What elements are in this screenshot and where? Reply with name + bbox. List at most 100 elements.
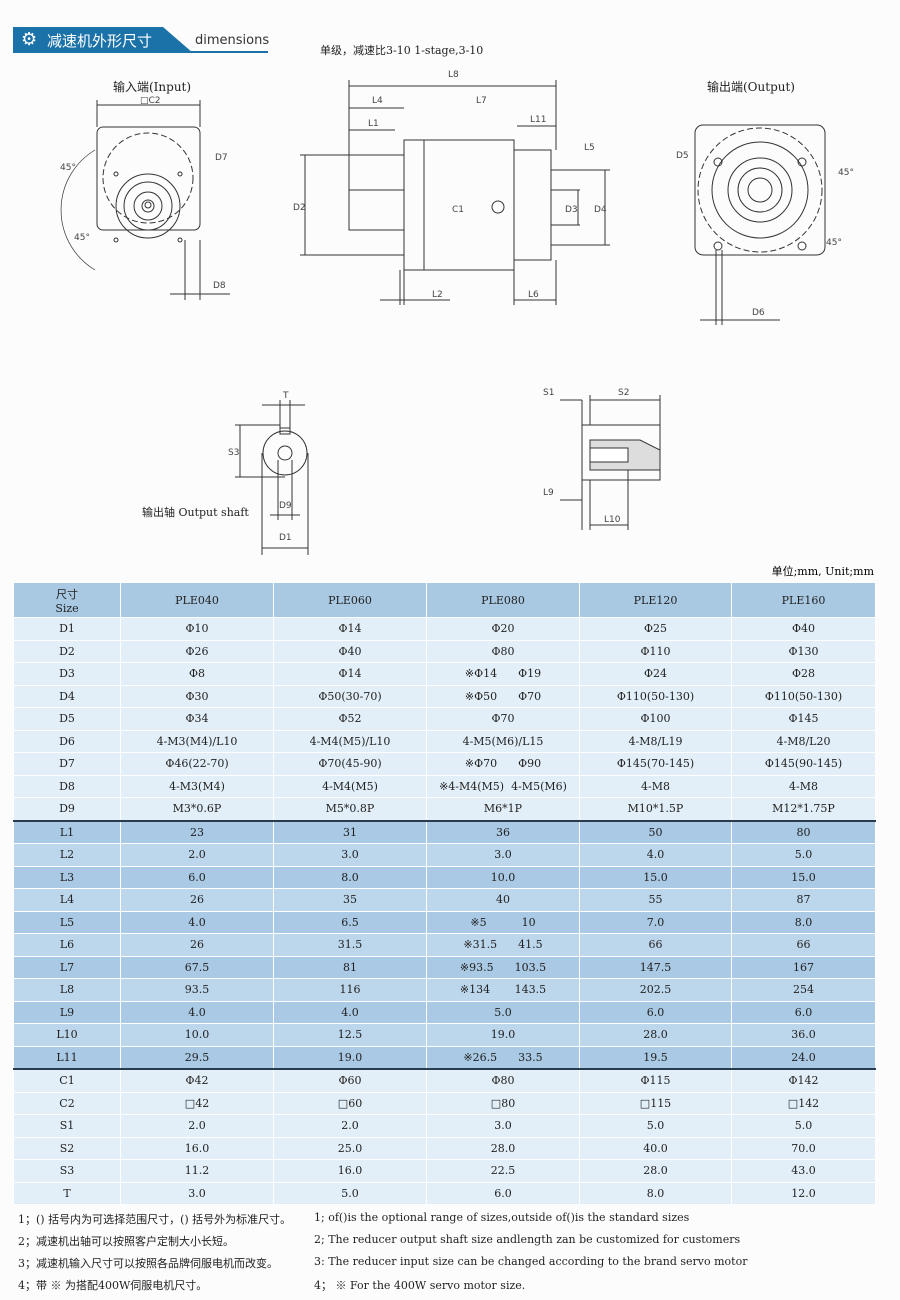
table-cell: Φ40 (731, 617, 876, 641)
table-cell: Φ110 (579, 639, 732, 663)
table-cell: Φ10 (120, 617, 274, 641)
table-cell: 55 (579, 888, 732, 912)
gear-icon: ⚙ (21, 29, 38, 50)
table-cell: Φ14 (273, 617, 427, 641)
table-cell: M12*1.75P (731, 797, 876, 821)
row-label: L7 (13, 955, 121, 979)
table-cell: Φ40 (273, 639, 427, 663)
table-cell: 66 (731, 933, 876, 957)
note-item: 2；减速机出轴可以按照客户定制大小长短。2; The reducer outpu… (18, 1233, 741, 1248)
table-cell: M10*1.5P (579, 797, 732, 821)
row-label: D6 (13, 729, 121, 753)
svg-text:L5: L5 (584, 143, 595, 153)
table-cell: 2.0 (273, 1114, 427, 1138)
table-cell: 5.0 (426, 1000, 580, 1024)
svg-text:D3: D3 (565, 205, 578, 215)
table-cell: 4-M3(M4)/L10 (120, 729, 274, 753)
model-header: PLE160 (731, 582, 876, 618)
table-cell: 3.0 (426, 843, 580, 867)
table-cell: 6.0 (426, 1181, 580, 1205)
table-cell: 5.0 (579, 1114, 732, 1138)
row-label: D7 (13, 752, 121, 776)
output-view-drawing: D5 D6 45° 45° (676, 124, 854, 325)
row-label: T (13, 1181, 121, 1205)
table-cell: M3*0.6P (120, 797, 274, 821)
svg-text:L11: L11 (530, 115, 546, 125)
table-cell: Φ142 (731, 1068, 876, 1093)
table-cell: 35 (273, 888, 427, 912)
svg-text:45°: 45° (60, 163, 76, 173)
table-cell: □142 (731, 1091, 876, 1115)
table-cell: 4-M8 (731, 774, 876, 798)
table-cell: 24.0 (731, 1045, 876, 1070)
table-cell: M6*1P (426, 797, 580, 821)
table-cell: Φ30 (120, 684, 274, 708)
table-cell: 3.0 (273, 843, 427, 867)
svg-text:D6: D6 (752, 308, 765, 318)
row-label: D1 (13, 617, 121, 641)
table-cell: ※Φ14 Φ19 (426, 662, 580, 686)
model-header: PLE120 (579, 582, 732, 618)
table-cell: 2.0 (120, 1114, 274, 1138)
table-cell: 16.0 (273, 1159, 427, 1183)
table-cell: ※31.5 41.5 (426, 933, 580, 957)
table-cell: 28.0 (579, 1159, 732, 1183)
table-cell: 50 (579, 819, 732, 844)
table-cell: 167 (731, 955, 876, 979)
table-cell: 8.0 (731, 910, 876, 934)
table-cell: □80 (426, 1091, 580, 1115)
table-cell: 6.0 (579, 1000, 732, 1024)
svg-text:L8: L8 (448, 70, 459, 80)
table-cell: 19.0 (273, 1045, 427, 1070)
table-cell: 28.0 (579, 1023, 732, 1047)
section-title-en: dimensions (195, 33, 270, 48)
table-cell: ※5 10 (426, 910, 580, 934)
svg-text:L2: L2 (432, 290, 443, 300)
table-cell: 31.5 (273, 933, 427, 957)
table-cell: 3.0 (426, 1114, 580, 1138)
row-label: D8 (13, 774, 121, 798)
shaft-label: 输出轴 Output shaft (142, 506, 249, 519)
table-cell: Φ70 (426, 707, 580, 731)
notes: 1；() 括号内为可选择范围尺寸，() 括号外为标准尺寸。1; of()is t… (18, 1208, 878, 1296)
table-cell: Φ130 (731, 639, 876, 663)
row-label: L6 (13, 933, 121, 957)
svg-text:L10: L10 (604, 515, 621, 525)
table-cell: 36.0 (731, 1023, 876, 1047)
input-label: 输入端(Input) (113, 80, 192, 94)
table-cell: Φ145(70-145) (579, 752, 732, 776)
svg-text:D2: D2 (293, 203, 306, 213)
row-label: L2 (13, 843, 121, 867)
table-cell: 12.0 (731, 1181, 876, 1205)
svg-text:45°: 45° (826, 238, 842, 248)
table-cell: 25.0 (273, 1136, 427, 1160)
table-cell: Φ34 (120, 707, 274, 731)
unit-note: 单位;mm, Unit;mm (771, 565, 874, 578)
row-label: C2 (13, 1091, 121, 1115)
model-header: PLE040 (120, 582, 274, 618)
table-cell: 6.5 (273, 910, 427, 934)
svg-text:45°: 45° (74, 233, 90, 243)
table-cell: 87 (731, 888, 876, 912)
table-cell: Φ115 (579, 1068, 732, 1093)
table-cell: Φ52 (273, 707, 427, 731)
table-cell: 40 (426, 888, 580, 912)
row-label: D2 (13, 639, 121, 663)
table-cell: 7.0 (579, 910, 732, 934)
table-cell: Φ28 (731, 662, 876, 686)
table-cell: Φ145 (731, 707, 876, 731)
table-cell: 5.0 (731, 843, 876, 867)
svg-text:L7: L7 (476, 96, 487, 106)
table-cell: 29.5 (120, 1045, 274, 1070)
table-cell: 4-M3(M4) (120, 774, 274, 798)
table-cell: ※26.5 33.5 (426, 1045, 580, 1070)
table-cell: 3.0 (120, 1181, 274, 1205)
